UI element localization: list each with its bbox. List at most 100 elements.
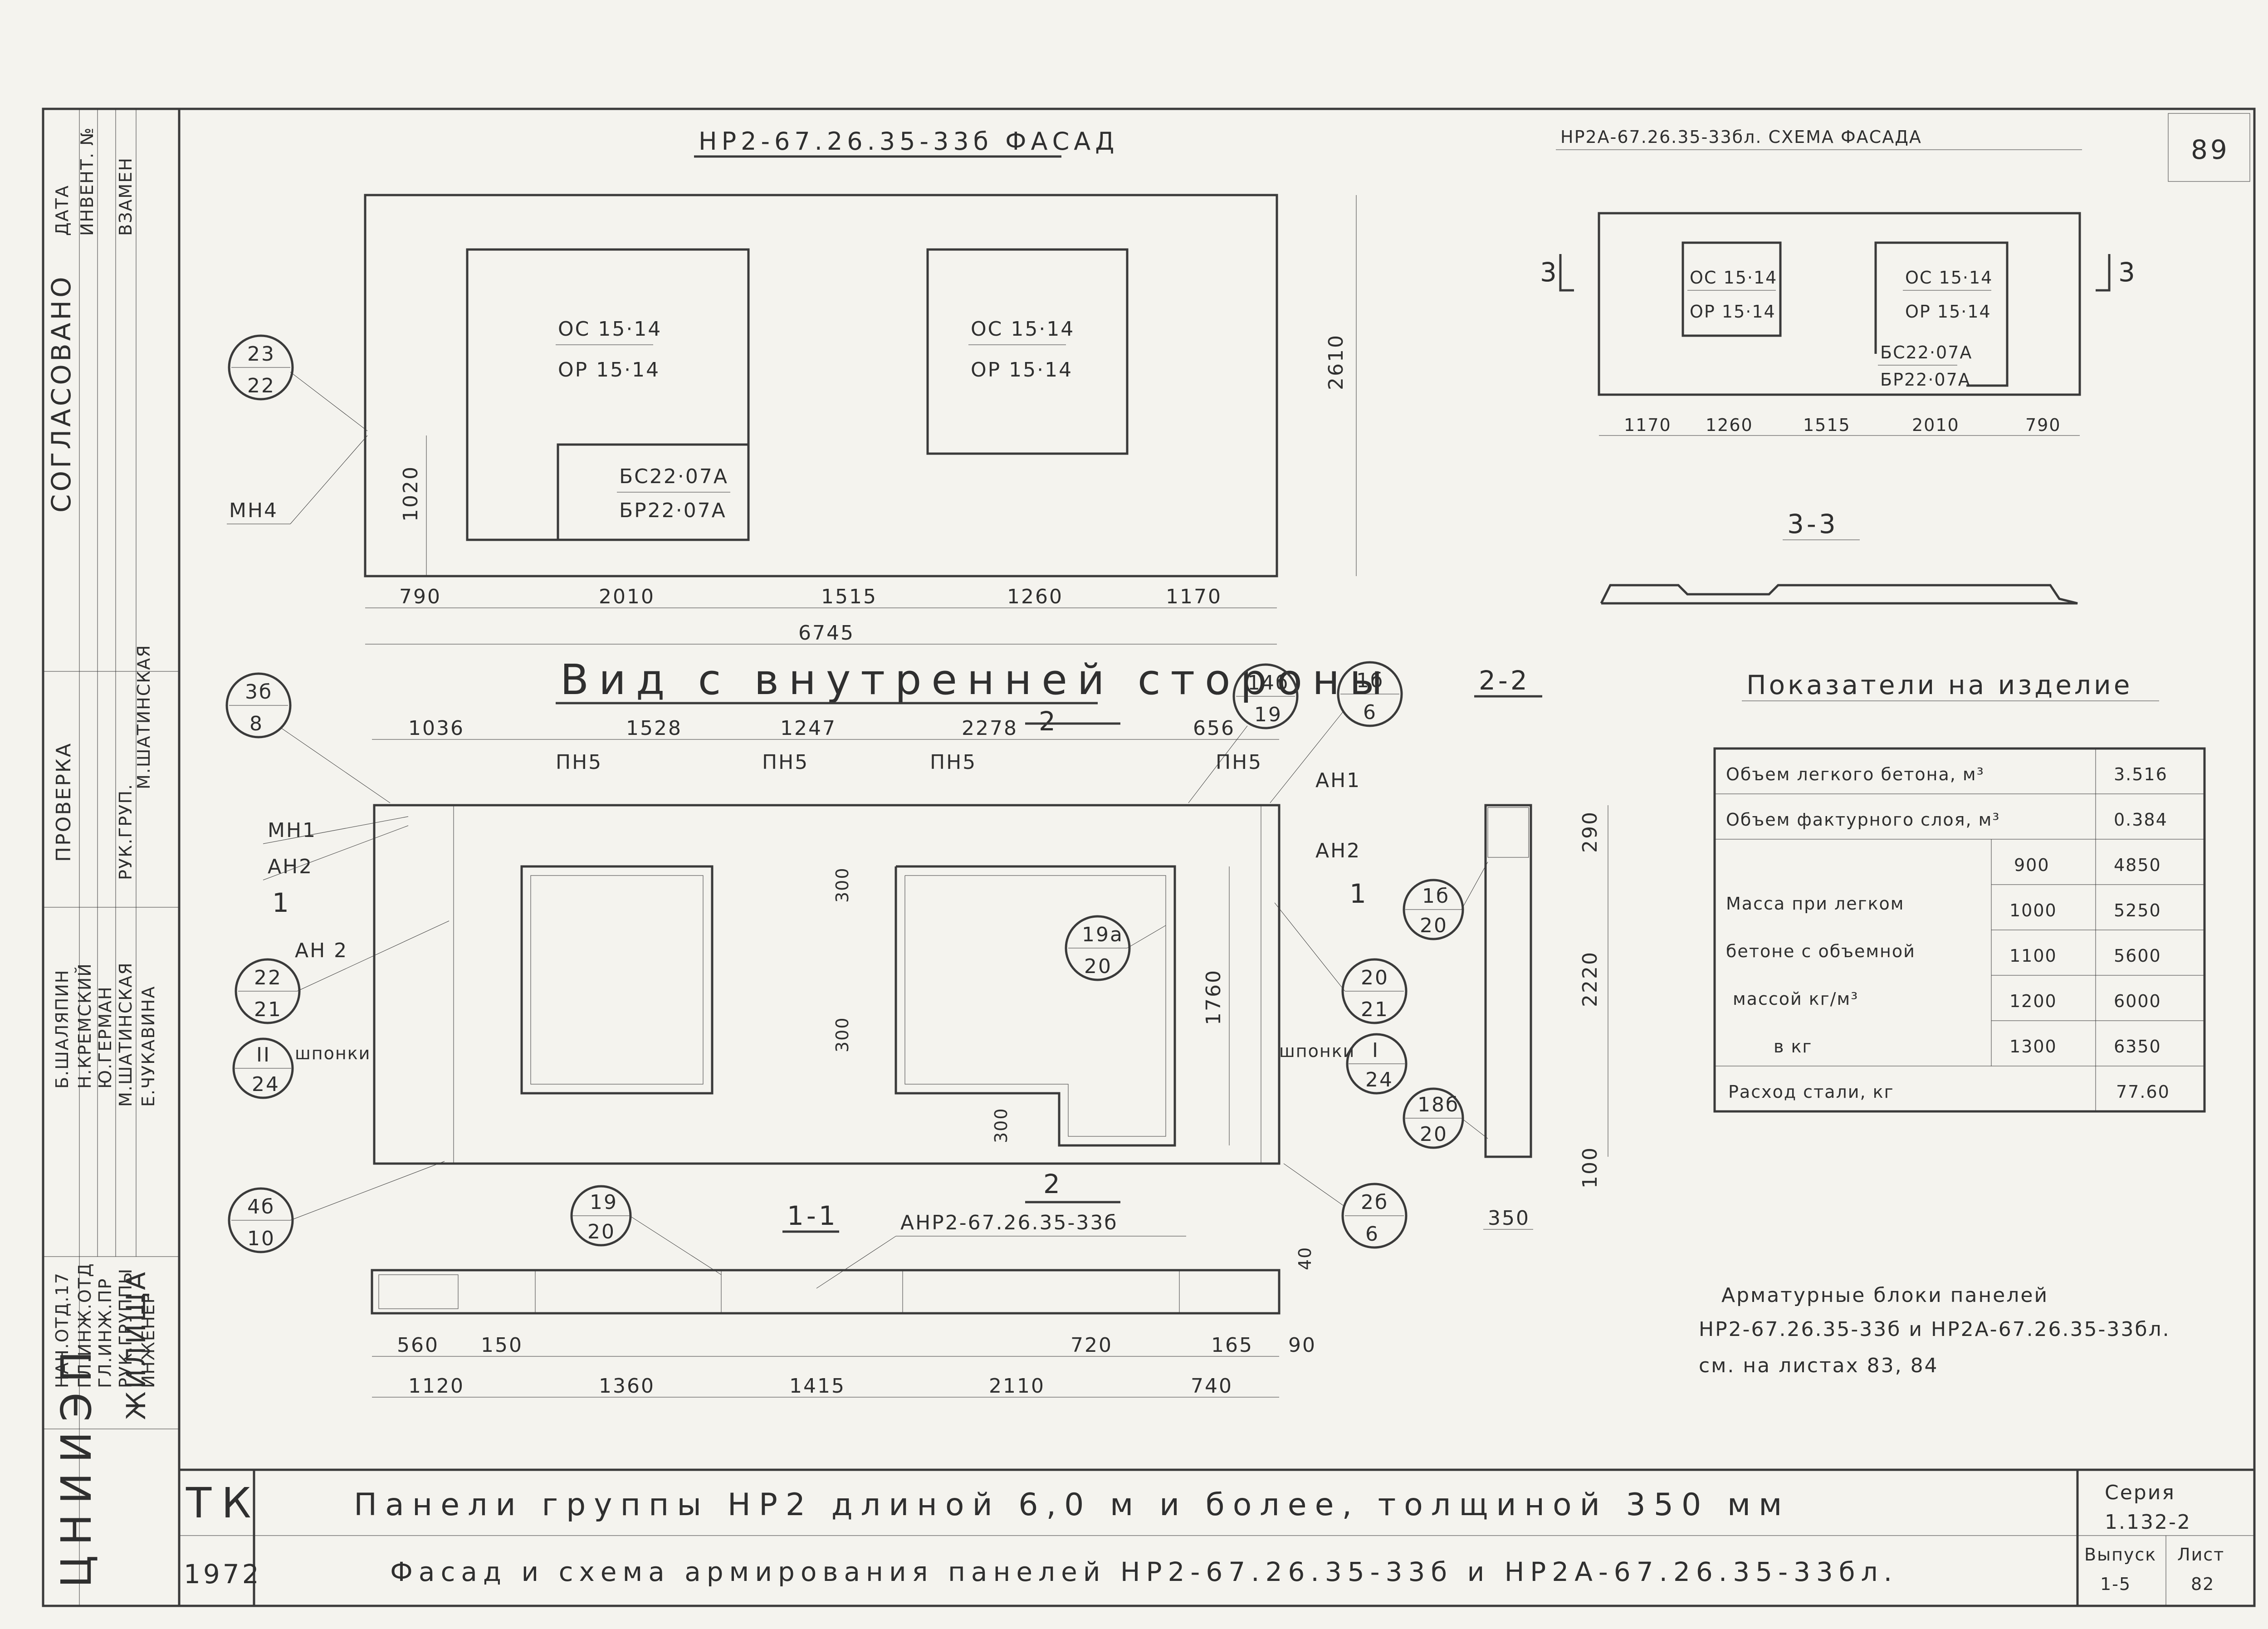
loop-2: ПН5: [762, 751, 809, 774]
s11-lower-dim-3: 1415: [789, 1375, 846, 1398]
ind-mass-label-2: бетоне с объемной: [1726, 941, 1916, 961]
svg-text:10: 10: [247, 1227, 275, 1250]
s11-lower-dim-5: 740: [1191, 1375, 1233, 1398]
svg-text:22: 22: [254, 966, 282, 989]
stamp-name-1: Б.ШАЛЯПИН: [52, 969, 72, 1089]
stamp-check: ПРОВЕРКА: [52, 742, 75, 862]
ind-mass-4: 6000: [2114, 991, 2161, 1011]
stamp-series: 1.132-2: [2105, 1511, 2191, 1534]
scheme-door-label-2: БР22·07А: [1880, 370, 1971, 390]
svg-text:24: 24: [252, 1073, 280, 1096]
svg-text:21: 21: [1361, 998, 1389, 1021]
ind-density-1: 900: [2014, 855, 2050, 875]
section-1-1-title: 1-1: [787, 1200, 838, 1231]
ind-steel-value: 77.60: [2116, 1082, 2170, 1102]
facade-panel: [364, 194, 1278, 577]
label-keys-right: шпонки: [1279, 1041, 1355, 1061]
stamp-issue-label: Выпуск: [2084, 1545, 2156, 1565]
svg-text:21: 21: [254, 998, 282, 1021]
page-number: 89: [2191, 134, 2230, 165]
callout-19a-20: 19а 20: [1065, 915, 1166, 981]
ind-row-1-label: Объем легкого бетона, м³: [1726, 764, 1984, 784]
facade-door-outline: [557, 443, 748, 540]
svg-text:6: 6: [1363, 701, 1377, 724]
section-1-1-side-dim: 40: [1295, 1247, 1315, 1270]
svg-text:4б: 4б: [247, 1195, 275, 1218]
s11-upper-dim-1: 560: [397, 1334, 439, 1357]
facade-total-dim: 6745: [798, 621, 855, 645]
callout-19-20: 19 20: [570, 1185, 722, 1275]
scheme-window-1-label-2: ОР 15·14: [1690, 302, 1776, 322]
svg-text:18б: 18б: [1418, 1093, 1459, 1116]
svg-text:20: 20: [1084, 955, 1112, 978]
ind-steel-label: Расход стали, кг: [1728, 1082, 1894, 1102]
label-an2: АН2: [268, 855, 313, 878]
svg-text:6: 6: [1365, 1223, 1379, 1246]
inner-section-1-right: 1: [1349, 878, 1369, 909]
svg-text:19: 19: [1254, 703, 1282, 726]
ind-row-2-value: 0.384: [2114, 810, 2168, 830]
scheme-window-2-label-1: ОС 15·14: [1905, 268, 1993, 288]
svg-text:19: 19: [590, 1191, 618, 1214]
s22-dim-2: 2220: [1579, 951, 1602, 1007]
scheme-dim-5: 790: [2025, 415, 2061, 435]
stamp-name-3: Ю.ГЕРМАН: [95, 986, 115, 1089]
scheme-section-profile: [1600, 584, 2078, 605]
svg-text:23: 23: [247, 342, 275, 366]
s11-upper-dim-4: 165: [1211, 1334, 1253, 1357]
ind-mass-1: 4850: [2114, 855, 2161, 875]
inner-panel: [373, 804, 1281, 1165]
note-line-3: см. на листах 83, 84: [1699, 1354, 1939, 1377]
facade-dim-2: 2010: [599, 585, 655, 608]
stamp-name-4: М.ШАТИНСКАЯ: [116, 962, 136, 1107]
facade-window-2: [926, 248, 1129, 455]
svg-text:24: 24: [1365, 1068, 1393, 1091]
stamp-sheet: 82: [2191, 1574, 2214, 1594]
ind-density-5: 1300: [2009, 1037, 2057, 1057]
facade-window-1: [466, 248, 750, 541]
scheme-dim-2: 1260: [1706, 415, 1753, 435]
label-an1: АН1: [1315, 769, 1361, 792]
facade-dim-5: 1170: [1166, 585, 1222, 608]
s22-dim-3: 100: [1579, 1146, 1602, 1189]
facade-sill-dim: 1020: [399, 465, 422, 522]
stamp-issue: 1-5: [2100, 1574, 2131, 1594]
title-block: [179, 1470, 2254, 1606]
inner-top-dim-5: 656: [1193, 717, 1235, 740]
ind-mass-2: 5250: [2114, 900, 2161, 920]
inner-height-dim: 1760: [1202, 969, 1225, 1025]
stamp-role-2: ГЛ.ИНЖ.ОТД: [75, 1262, 95, 1388]
stamp-date: ДАТА: [52, 185, 72, 236]
s11-upper-dim-5: 90: [1288, 1334, 1316, 1357]
inner-dim-2: 300: [832, 1017, 852, 1052]
stamp-roles2-2: М.ШАТИНСКАЯ: [134, 644, 154, 789]
scheme-section-title: 3-3: [1787, 509, 1838, 539]
facade-window-1-label-1: ОС 15·14: [558, 318, 662, 341]
inner-top-dim-2: 1528: [626, 717, 682, 740]
scheme-dim-3: 1515: [1803, 415, 1851, 435]
callout-4b-10: 4б 10: [228, 1161, 445, 1253]
label-an2-right: АН2: [1315, 839, 1361, 862]
ind-mass-5: 6350: [2114, 1037, 2161, 1057]
stamp-role-1: НАЧ.ОТД.17: [52, 1272, 72, 1388]
label-mn1: МН1: [268, 819, 317, 842]
stamp-inv: ИНВЕНТ. №: [77, 127, 97, 236]
s11-lower-dim-1: 1120: [408, 1375, 464, 1398]
facade-window-1-label-2: ОР 15·14: [558, 358, 660, 382]
facade-height-dim: 2610: [1325, 334, 1348, 390]
facade-window-2-label-2: ОР 15·14: [971, 358, 1073, 382]
ind-mass-3: 5600: [2114, 946, 2161, 966]
callout-s22-1: 1б 20: [1403, 861, 1488, 940]
callout-s22-2: 18б 20: [1403, 1087, 1488, 1149]
stamp-role-5: ИНЖЕНЕР: [138, 1292, 158, 1388]
facade-title: НР2-67.26.35-33б ФАСАД: [699, 127, 1119, 156]
stamp-title-2: Фасад и схема армирования панелей НР2-67…: [390, 1556, 1898, 1587]
inner-dim-1: 300: [832, 867, 852, 903]
scheme-dim-1: 1170: [1624, 415, 1672, 435]
s11-upper-dim-2: 150: [481, 1334, 523, 1357]
section-1-1-profile: [371, 1269, 1281, 1315]
s11-upper-dim-3: 720: [1070, 1334, 1113, 1357]
indicators-table: [1713, 747, 2206, 1113]
facade-dim-4: 1260: [1007, 585, 1063, 608]
